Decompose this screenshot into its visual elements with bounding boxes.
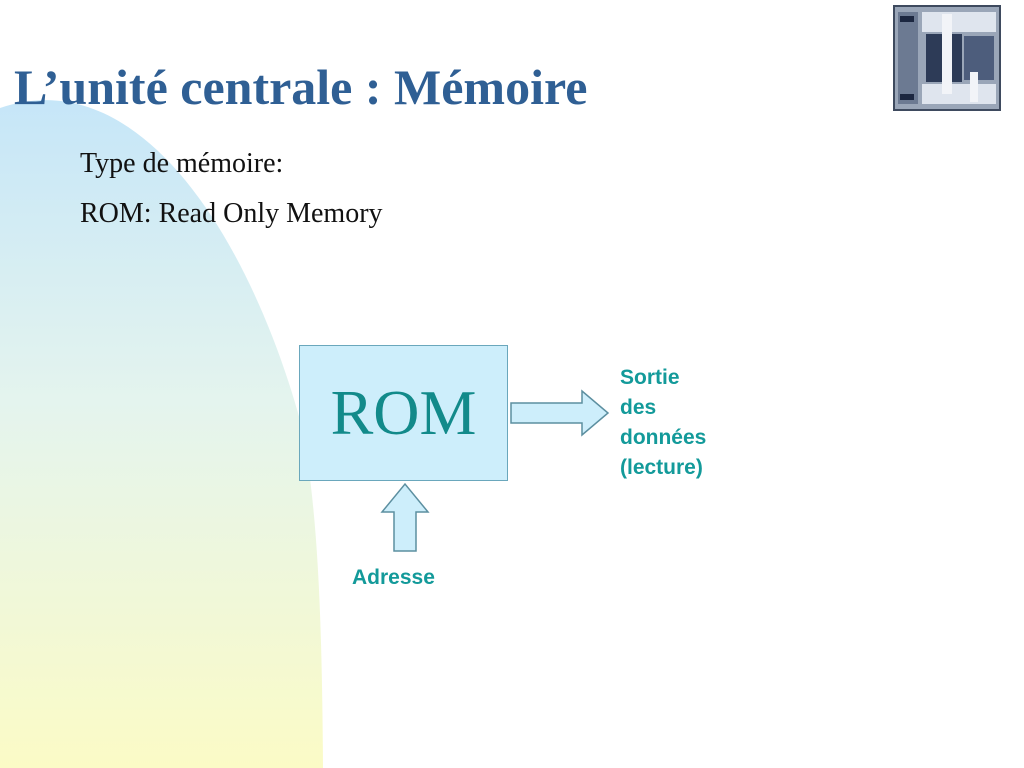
bullet-rom-definition: ROM: Read Only Memory	[80, 198, 383, 229]
output-label-line: (lecture)	[620, 456, 703, 479]
output-label-line: Sortie	[620, 366, 680, 389]
rom-box-label: ROM	[330, 377, 477, 448]
address-label: Adresse	[352, 566, 435, 589]
rom-box: ROM	[299, 345, 508, 481]
plc-device-icon	[893, 5, 1001, 111]
output-label: Sortie des données (lecture)	[620, 363, 706, 483]
slide-title: L’unité centrale : Mémoire	[14, 59, 588, 115]
output-label-line: des	[620, 396, 657, 419]
output-label-line: données	[620, 426, 707, 449]
bullet-memory-type: Type de mémoire:	[80, 148, 284, 179]
